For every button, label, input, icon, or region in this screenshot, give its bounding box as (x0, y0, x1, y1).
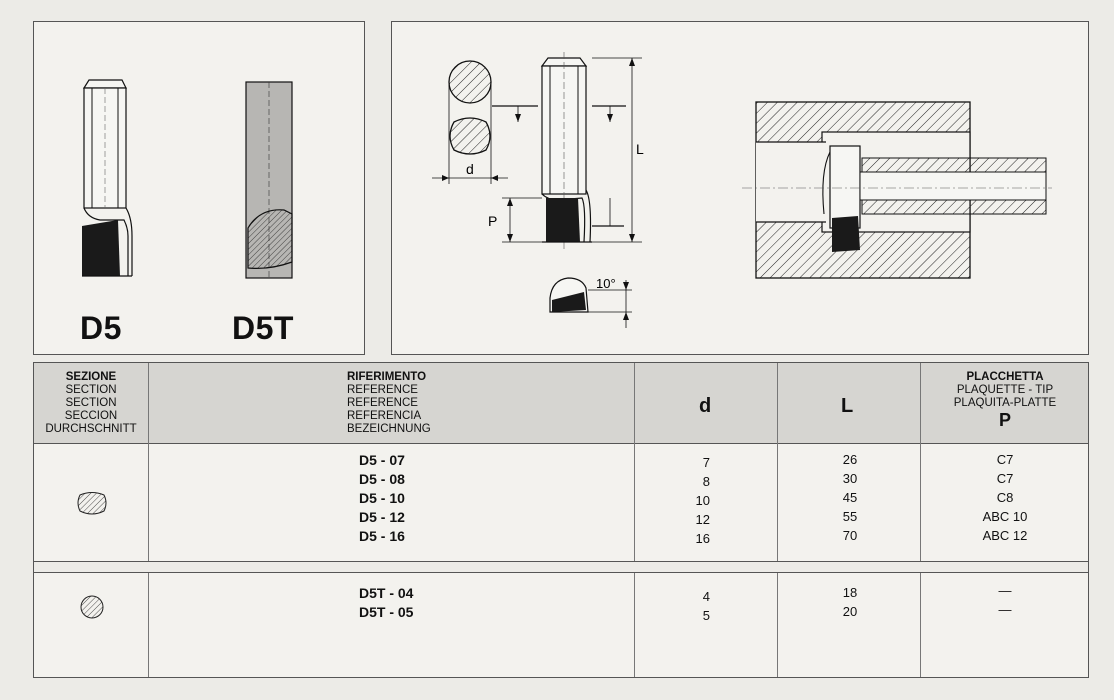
row-reference: D5 - 10 (359, 490, 405, 506)
specification-table: SEZIONE SECTION SECTION SECCION DURCHSCH… (33, 362, 1089, 678)
row-L: 18 (842, 585, 858, 600)
header-L: L (841, 395, 854, 417)
column-divider (148, 363, 149, 677)
header-d: d (699, 395, 712, 417)
column-divider (634, 363, 635, 677)
mounting-section (742, 101, 1052, 279)
row-d: 8 (702, 474, 710, 489)
tool-side-view (540, 52, 592, 252)
header-tip-es: PLAQUITA-PLATTE (953, 397, 1057, 409)
cross-section-flat (449, 117, 491, 155)
row-L: 26 (842, 452, 858, 467)
column-divider (777, 363, 778, 677)
row-L: 55 (842, 509, 858, 524)
header-section-de: DURCHSCHNITT (45, 423, 137, 435)
dim-P-label: P (488, 213, 497, 229)
header-tip-symbol: P (998, 410, 1011, 430)
row-L: 45 (842, 490, 858, 505)
header-section-fr: SECTION (65, 397, 117, 409)
row-L: 20 (842, 604, 858, 619)
dimension-diagram-panel: d L P (391, 21, 1089, 355)
header-tip: PLACCHETTA PLAQUETTE - TIP PLAQUITA-PLAT… (920, 371, 1090, 430)
dimension-diagram: d L P (432, 52, 1052, 328)
tool-drawings (82, 79, 293, 279)
row-reference: D5T - 04 (359, 585, 414, 601)
row-d: 10 (695, 493, 710, 508)
row-d: 7 (702, 455, 710, 470)
row-d: 5 (702, 608, 710, 623)
header-reference-es: REFERENCIA (347, 410, 422, 422)
row-tip: — (998, 583, 1012, 598)
header-section-es: SECCION (64, 410, 118, 422)
table-header-row (34, 363, 1088, 444)
group-separator (34, 561, 1088, 573)
model-label-d5: D5 (80, 310, 122, 346)
row-tip: C8 (996, 490, 1014, 505)
row-reference: D5 - 08 (359, 471, 405, 487)
row-L: 70 (842, 528, 858, 543)
row-tip: — (998, 602, 1012, 617)
tool-illustration-panel: D5 D5T (33, 21, 365, 355)
cross-section-round (448, 60, 492, 104)
header-reference-fr: REFERENCE (347, 397, 418, 409)
row-tip: ABC 12 (982, 528, 1028, 543)
row-tip: C7 (996, 471, 1014, 486)
row-d: 4 (702, 589, 710, 604)
row-tip: ABC 10 (982, 509, 1028, 524)
header-reference-en: REFERENCE (347, 384, 418, 396)
header-section: SEZIONE SECTION SECTION SECCION DURCHSCH… (34, 371, 148, 436)
row-reference: D5T - 05 (359, 604, 414, 620)
row-d: 12 (695, 512, 710, 527)
row-reference: D5 - 16 (359, 528, 405, 544)
header-section-it: SEZIONE (65, 371, 117, 383)
angle-label: 10° (596, 276, 616, 291)
tip-detail (549, 277, 632, 328)
header-section-en: SECTION (65, 384, 117, 396)
d5t-tool-drawing (245, 81, 293, 279)
row-L: 30 (842, 471, 858, 486)
dim-d-label: d (466, 161, 474, 177)
header-reference-it: RIFERIMENTO (347, 371, 427, 383)
model-label-d5t: D5T (232, 310, 294, 346)
header-tip-it: PLACCHETTA (966, 371, 1044, 383)
section-icon-flat (77, 492, 107, 515)
d5-tool-drawing (82, 79, 133, 277)
dim-L-label: L (636, 141, 644, 157)
header-reference-de: BEZEICHNUNG (347, 423, 431, 435)
column-divider (920, 363, 921, 677)
header-tip-fr: PLAQUETTE - TIP (956, 384, 1054, 396)
row-reference: D5 - 07 (359, 452, 405, 468)
row-tip: C7 (996, 452, 1014, 467)
row-d: 16 (695, 531, 710, 546)
header-reference: RIFERIMENTO REFERENCE REFERENCE REFERENC… (347, 371, 431, 436)
row-reference: D5 - 12 (359, 509, 405, 525)
section-icon-round (80, 595, 104, 619)
